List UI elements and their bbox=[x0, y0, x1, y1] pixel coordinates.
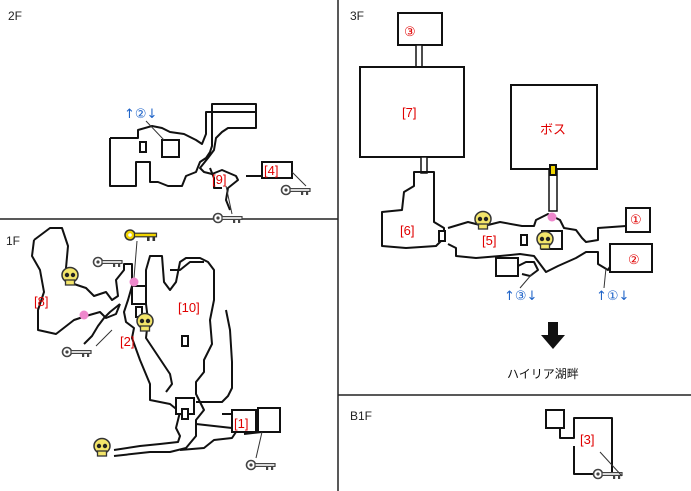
stairs-label-2: ↑②↓ bbox=[124, 107, 157, 122]
door-icon bbox=[520, 234, 528, 246]
skull-icon bbox=[61, 266, 79, 286]
room-label-4: [4] bbox=[264, 163, 278, 178]
room-label-7: [7] bbox=[402, 105, 416, 120]
key-pointer-line bbox=[291, 171, 307, 187]
room-label-10: [10] bbox=[178, 300, 200, 315]
gold-key-icon bbox=[124, 229, 158, 242]
floor-label-3f: 3F bbox=[350, 9, 364, 23]
room-label-3: [3] bbox=[580, 432, 594, 447]
1f-room-1-side bbox=[257, 407, 281, 433]
room-label-c2: ② bbox=[628, 252, 640, 267]
destination-label: ハイリア湖畔 bbox=[507, 366, 579, 381]
stairs-label-1: ↑①↓ bbox=[596, 289, 629, 304]
room-label-c1: ① bbox=[630, 212, 642, 227]
pink-marker-icon bbox=[129, 277, 139, 287]
floor-label-2f: 2F bbox=[8, 9, 22, 23]
down-arrow-icon bbox=[541, 322, 565, 349]
floor-3f-map bbox=[359, 12, 653, 277]
3f-room-small-left bbox=[495, 257, 519, 277]
pink-marker-icon bbox=[547, 212, 557, 222]
1f-small-room bbox=[131, 285, 147, 305]
key-pointer-line bbox=[95, 329, 113, 347]
floor-label-1f: 1F bbox=[6, 234, 20, 248]
stairs-label-1-pointer bbox=[603, 267, 607, 289]
pink-marker-icon bbox=[79, 310, 89, 320]
key-icon bbox=[245, 459, 276, 471]
floor-2f-map bbox=[109, 103, 293, 211]
door-icon bbox=[139, 141, 147, 153]
skull-icon bbox=[93, 437, 111, 457]
floor-label-b1f: B1F bbox=[350, 409, 372, 423]
3f-room-c2 bbox=[609, 243, 653, 273]
room-label-2: [2] bbox=[120, 334, 134, 349]
key-pointer-line bbox=[599, 451, 623, 477]
gold-door-icon bbox=[549, 164, 557, 176]
2f-room-4 bbox=[261, 161, 293, 179]
stairs-label-3: ↑③↓ bbox=[504, 289, 537, 304]
2f-small-room bbox=[161, 139, 180, 158]
3f-room-c1 bbox=[625, 207, 651, 233]
b1f-small-room bbox=[545, 409, 565, 429]
room-label-8: [8] bbox=[34, 294, 48, 309]
skull-icon bbox=[474, 210, 492, 230]
room-label-1: [1] bbox=[234, 416, 248, 431]
key-pointer-line bbox=[133, 240, 138, 279]
key-pointer-line bbox=[225, 185, 233, 215]
1f-room-1 bbox=[231, 409, 257, 433]
key-icon bbox=[280, 184, 311, 196]
room-label-c3: ③ bbox=[404, 24, 416, 39]
key-icon bbox=[212, 212, 243, 224]
door-icon bbox=[181, 408, 189, 420]
room-label-6: [6] bbox=[400, 223, 414, 238]
key-icon bbox=[92, 256, 123, 268]
key-pointer-line bbox=[255, 431, 263, 459]
skull-icon bbox=[136, 312, 154, 332]
door-icon bbox=[181, 335, 189, 347]
floor-b1f-map bbox=[545, 409, 613, 475]
key-icon bbox=[61, 346, 92, 358]
stairs-label-2-pointer bbox=[145, 120, 165, 141]
stairs-label-3-pointer bbox=[519, 273, 533, 289]
floor-1f-map bbox=[31, 227, 281, 457]
3f-room-7 bbox=[359, 66, 465, 158]
room-label-9: [9] bbox=[212, 172, 226, 187]
room-label-boss: ボス bbox=[540, 122, 566, 137]
door-icon bbox=[438, 230, 446, 242]
room-label-5: [5] bbox=[482, 233, 496, 248]
